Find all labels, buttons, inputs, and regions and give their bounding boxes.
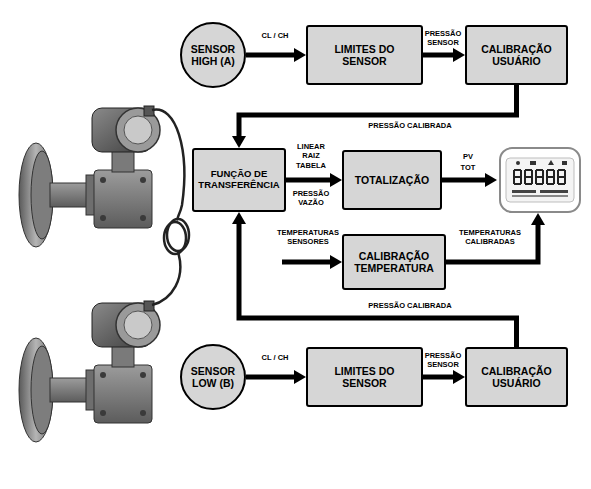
signal-label: PRESSÃO VAZÃO (289, 189, 333, 208)
lcd-icon (562, 161, 567, 165)
edge-label: PRESSÃO SENSOR (421, 29, 465, 48)
box-text: LIMITES DO SENSOR (323, 43, 407, 67)
signal-label: PV (453, 152, 483, 161)
flow-arrow (246, 53, 296, 58)
edge-label: PRESSÃO CALIBRADA (350, 121, 470, 130)
arrowhead (294, 48, 306, 62)
lcd-bar (512, 195, 568, 197)
process-box: CALIBRAÇÃO TEMPERATURA (342, 234, 446, 290)
arrowhead (453, 370, 465, 384)
edge-label: PRESSÃO CALIBRADA (350, 301, 470, 310)
box-text: LIMITES DO SENSOR (323, 365, 407, 389)
cable-coil (164, 222, 186, 254)
edge-label: CL / CH (250, 353, 300, 362)
process-box: TOTALIZAÇÃO (342, 150, 442, 210)
arrowhead (330, 173, 342, 187)
flow-arrow (423, 53, 455, 58)
box-text: FUNÇÃO DE TRANSFERÊNCIA (198, 169, 280, 191)
arrowhead (232, 136, 246, 148)
arrowhead (485, 173, 497, 187)
edge-label: PRESSÃO SENSOR (421, 351, 465, 370)
lcd-bar (540, 190, 568, 193)
lcd-icon (548, 160, 554, 165)
box-text: SENSOR LOW (B) (189, 365, 237, 389)
lcd-bar (512, 190, 536, 193)
process-box: CALIBRAÇÃO USUÁRIO (465, 347, 568, 407)
flow-arrow (239, 85, 517, 138)
arrowhead (453, 48, 465, 62)
output-arrow (446, 223, 538, 262)
box-text: CALIBRAÇÃO USUÁRIO (475, 365, 559, 389)
arrowhead (330, 255, 342, 269)
signal-label: TEMPERATURAS SENSORES (276, 228, 340, 247)
cable (152, 109, 184, 220)
box-text: CALIBRAÇÃO USUÁRIO (475, 43, 559, 67)
lcd-frame (500, 148, 580, 212)
process-box: FUNÇÃO DE TRANSFERÊNCIA (192, 148, 286, 212)
flow-arrow (423, 375, 455, 380)
cable (152, 252, 180, 305)
process-box: CALIBRAÇÃO USUÁRIO (465, 25, 568, 85)
signal-label: TOT (453, 163, 483, 172)
box-text: TOTALIZAÇÃO (355, 174, 429, 186)
lcd-display (500, 148, 580, 212)
box-text: SENSOR HIGH (A) (189, 43, 237, 67)
lcd-screen (506, 158, 574, 202)
sensor-circle: SENSOR LOW (B) (180, 344, 246, 410)
arrowhead (232, 212, 246, 224)
arrowhead (531, 213, 545, 225)
edge-label: CL / CH (250, 31, 300, 40)
sensor-circle: SENSOR HIGH (A) (180, 22, 246, 88)
lcd-digits (513, 169, 566, 185)
process-box: LIMITES DO SENSOR (306, 347, 423, 407)
box-text: CALIBRAÇÃO TEMPERATURA (348, 250, 440, 274)
edge-label: LINEAR RAIZ TABELA (289, 142, 333, 170)
lcd-icon (516, 161, 520, 165)
signal-label: TEMPERATURAS CALIBRADAS (455, 228, 525, 247)
flow-arrow (286, 178, 332, 183)
process-box: LIMITES DO SENSOR (306, 25, 423, 85)
input-arrow (282, 260, 332, 265)
flow-arrow (246, 375, 296, 380)
lcd-icon (530, 161, 536, 165)
transmitter-low (19, 301, 160, 442)
arrowhead (294, 370, 306, 384)
output-arrow (442, 178, 487, 183)
transmitter-high (19, 106, 160, 247)
